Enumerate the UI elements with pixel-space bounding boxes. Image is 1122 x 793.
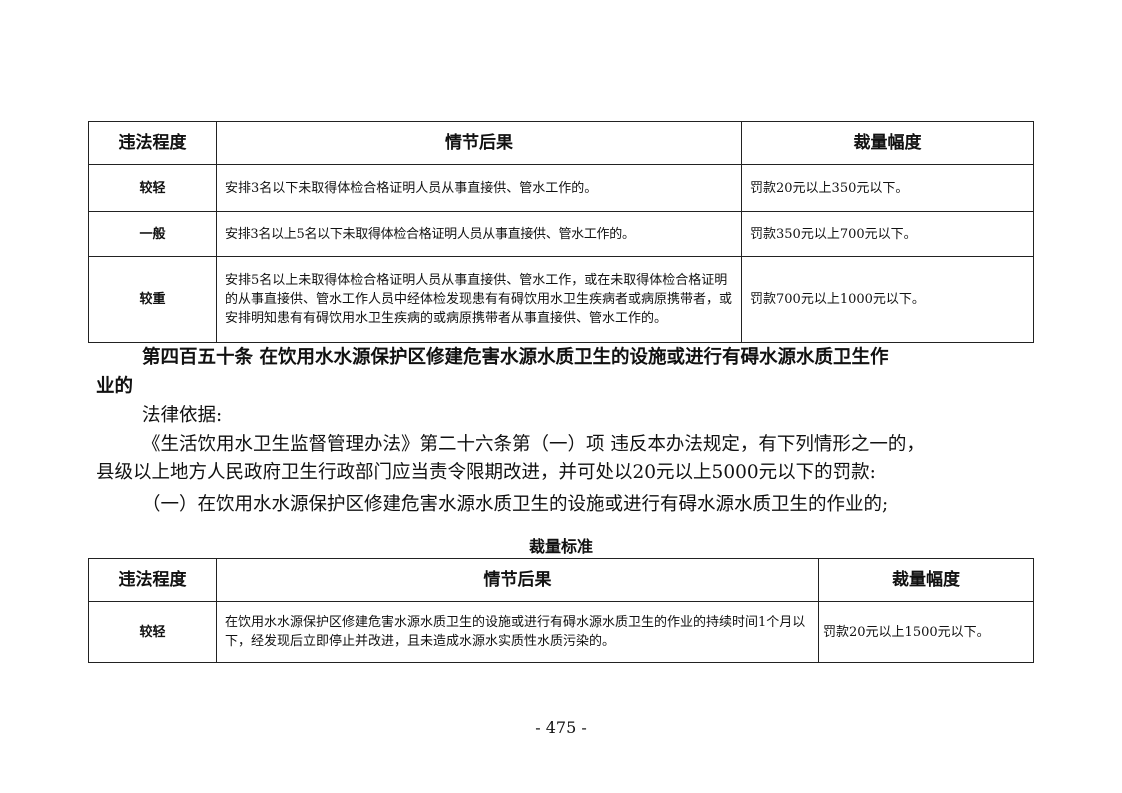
penalty-cell: 罚款20元以上1500元以下。	[818, 601, 1034, 663]
header-level: 违法程度	[88, 558, 217, 602]
consequence-cell: 安排3名以下未取得体检合格证明人员从事直接供、管水工作的。	[216, 164, 742, 212]
table-row: 较重安排5名以上未取得体检合格证明人员从事直接供、管水工作，或在未取得体检合格证…	[88, 256, 1034, 343]
basis-text: 《生活饮用水卫生监督管理办法》第二十六条第（一）项 违反本办法规定，有下列情形之…	[142, 434, 925, 455]
consequence-cell: 安排3名以上5名以下未取得体检合格证明人员从事直接供、管水工作的。	[216, 211, 742, 257]
level-cell: 较轻	[88, 601, 217, 663]
penalty-cell: 罚款700元以上1000元以下。	[741, 256, 1034, 343]
penalty-table-2: 违法程度情节后果裁量幅度 较轻在饮用水水源保护区修建危害水源水质卫生的设施或进行…	[88, 558, 1034, 663]
penalty-cell: 罚款350元以上700元以下。	[741, 211, 1034, 257]
basis-text-cont: 县级以上地方人民政府卫生行政部门应当责令限期改进，并可处以20元以上5000元以…	[96, 462, 876, 483]
penalty-table-1: 违法程度情节后果裁量幅度 较轻安排3名以下未取得体检合格证明人员从事直接供、管水…	[88, 121, 1034, 343]
header-consequence: 情节后果	[216, 121, 742, 165]
table-row: 一般安排3名以上5名以下未取得体检合格证明人员从事直接供、管水工作的。罚款350…	[88, 211, 1034, 257]
table-row: 较轻在饮用水水源保护区修建危害水源水质卫生的设施或进行有碍水源水质卫生的作业的持…	[88, 601, 1034, 663]
clause-item: （一）在饮用水水源保护区修建危害水源水质卫生的设施或进行有碍水源水质卫生的作业的…	[142, 494, 889, 515]
penalty-cell: 罚款20元以上350元以下。	[741, 164, 1034, 212]
header-penalty: 裁量幅度	[741, 121, 1034, 165]
level-cell: 较轻	[88, 164, 217, 212]
article-title: 第四百五十条 在饮用水水源保护区修建危害水源水质卫生的设施或进行有碍水源水质卫生…	[142, 347, 889, 368]
article-title-cont: 业的	[96, 376, 134, 397]
header-level: 违法程度	[88, 121, 217, 165]
level-cell: 较重	[88, 256, 217, 343]
basis-label: 法律依据:	[142, 405, 223, 426]
consequence-cell: 在饮用水水源保护区修建危害水源水质卫生的设施或进行有碍水源水质卫生的作业的持续时…	[216, 601, 819, 663]
consequence-cell: 安排5名以上未取得体检合格证明人员从事直接供、管水工作，或在未取得体检合格证明的…	[216, 256, 742, 343]
table-caption: 裁量标准	[528, 537, 593, 556]
header-penalty: 裁量幅度	[818, 558, 1034, 602]
page-number: - 475 -	[535, 718, 587, 737]
header-consequence: 情节后果	[216, 558, 819, 602]
level-cell: 一般	[88, 211, 217, 257]
table-row: 较轻安排3名以下未取得体检合格证明人员从事直接供、管水工作的。罚款20元以上35…	[88, 164, 1034, 212]
